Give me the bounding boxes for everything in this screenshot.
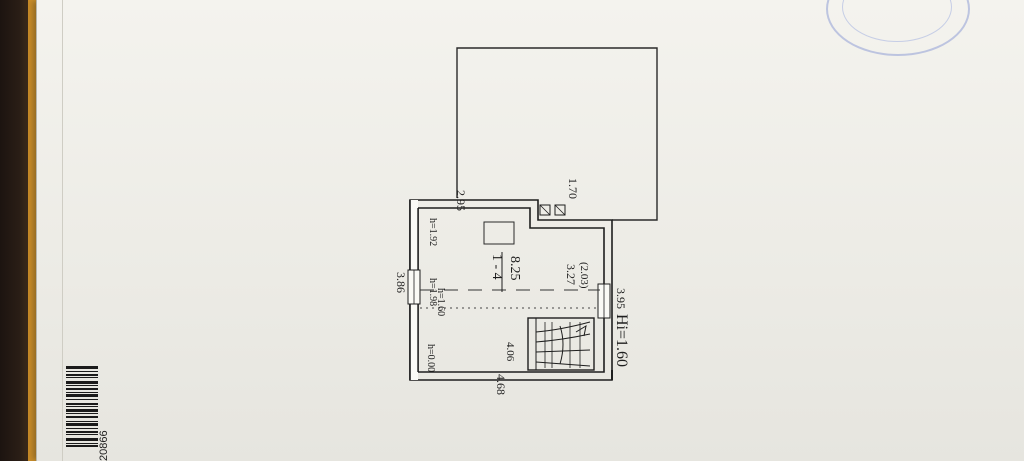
room-number: 1 - 4 xyxy=(489,254,504,280)
window-right xyxy=(597,283,611,319)
annex-outline xyxy=(456,47,658,221)
barcode-number: 20866 xyxy=(98,430,110,461)
vent-blocks xyxy=(539,204,566,216)
height-floor: h=0.00 xyxy=(425,344,436,373)
level-label: Hi=1.60 xyxy=(613,314,630,368)
room-width-paren: (2.03) xyxy=(578,262,590,289)
barcode xyxy=(66,366,98,461)
document-page xyxy=(36,0,1024,461)
dark-backdrop xyxy=(0,0,28,461)
page-margin-line xyxy=(62,0,63,461)
room-width: 3.27 xyxy=(564,264,578,285)
dim-top-a: 2.95 xyxy=(454,190,468,211)
height-top: h=1.92 xyxy=(427,218,438,247)
window-left xyxy=(407,269,421,305)
dim-right: 3.95 xyxy=(614,288,628,309)
dim-stair: 4.06 xyxy=(504,342,516,362)
dim-top-b: 1.70 xyxy=(566,178,580,199)
room-area: 8.25 xyxy=(507,256,522,281)
height-mid-b: h=1.60 xyxy=(435,288,446,317)
inner-niche xyxy=(483,221,515,245)
staircase xyxy=(527,317,595,371)
dim-left: 3.86 xyxy=(394,272,408,293)
dim-bottom: 4.68 xyxy=(494,374,508,395)
